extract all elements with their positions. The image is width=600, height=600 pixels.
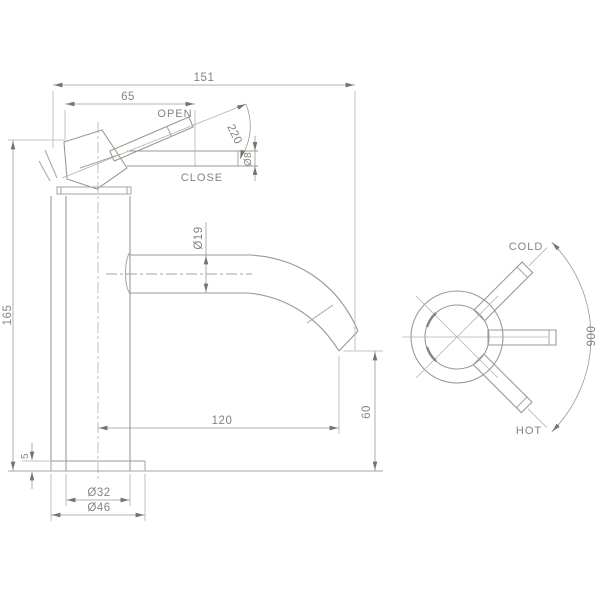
label-hot: HOT xyxy=(516,425,542,437)
dim-dia32-text: Ø32 xyxy=(87,487,110,499)
mixer-head-seam xyxy=(79,153,122,169)
label-cold: COLD xyxy=(509,241,544,253)
label-open: OPEN xyxy=(157,108,192,120)
dim-dia32-body: Ø32 xyxy=(65,474,131,506)
dim-220-text: 220 xyxy=(224,123,244,147)
collar xyxy=(56,186,132,195)
dim-dia19-spout: Ø19 xyxy=(193,222,209,293)
dim-dia19-text: Ø19 xyxy=(193,226,205,249)
dim-65-handle: 65 xyxy=(64,91,196,167)
dim-60-text: 60 xyxy=(361,405,373,419)
head-back-mark-2 xyxy=(38,160,51,182)
dimensions-side: 151 65 220 Ø8 Ø19 xyxy=(2,72,383,521)
plan-diagonal-2 xyxy=(415,295,499,379)
dim-900-text: 900 xyxy=(586,326,598,347)
dim-dia8-text: Ø8 xyxy=(243,152,254,166)
spout-root-fillet xyxy=(125,251,131,295)
lever-cold xyxy=(473,247,548,322)
dim-60-outlet-height: 60 xyxy=(343,350,383,471)
dim-900-swing: 900 xyxy=(551,242,598,432)
label-close: CLOSE xyxy=(181,172,223,184)
lever-hot xyxy=(472,353,547,428)
head-back-mark xyxy=(44,149,58,179)
handle-plan-view: 900 COLD HOT xyxy=(402,241,598,437)
dim-65-text: 65 xyxy=(121,91,135,103)
hub-accent-arc-upper xyxy=(425,312,437,328)
hub-accent-arc-lower xyxy=(425,346,437,362)
dim-5-base: 5 xyxy=(20,443,50,489)
dim-dia8-handle: Ø8 xyxy=(243,136,258,181)
side-view xyxy=(8,103,383,480)
dim-120-projection: 120 xyxy=(98,356,340,434)
dim-5-text: 5 xyxy=(20,453,31,459)
dim-165-height: 165 xyxy=(2,139,66,471)
dim-165-text: 165 xyxy=(2,305,14,326)
spout-inner-curve xyxy=(247,292,340,352)
dim-120-text: 120 xyxy=(212,415,233,427)
spout-section-line xyxy=(306,304,334,324)
lever-open-axis xyxy=(61,103,247,179)
dim-151-reach: 151 xyxy=(52,72,356,350)
dim-151-text: 151 xyxy=(194,72,215,84)
dim-dia46-text: Ø46 xyxy=(87,502,110,514)
mixer-head xyxy=(63,129,128,190)
dim-dia46-base: Ø46 xyxy=(50,474,146,521)
lever-neutral xyxy=(487,329,557,346)
lever-open xyxy=(109,116,194,162)
spout-outer-curve xyxy=(249,254,359,332)
